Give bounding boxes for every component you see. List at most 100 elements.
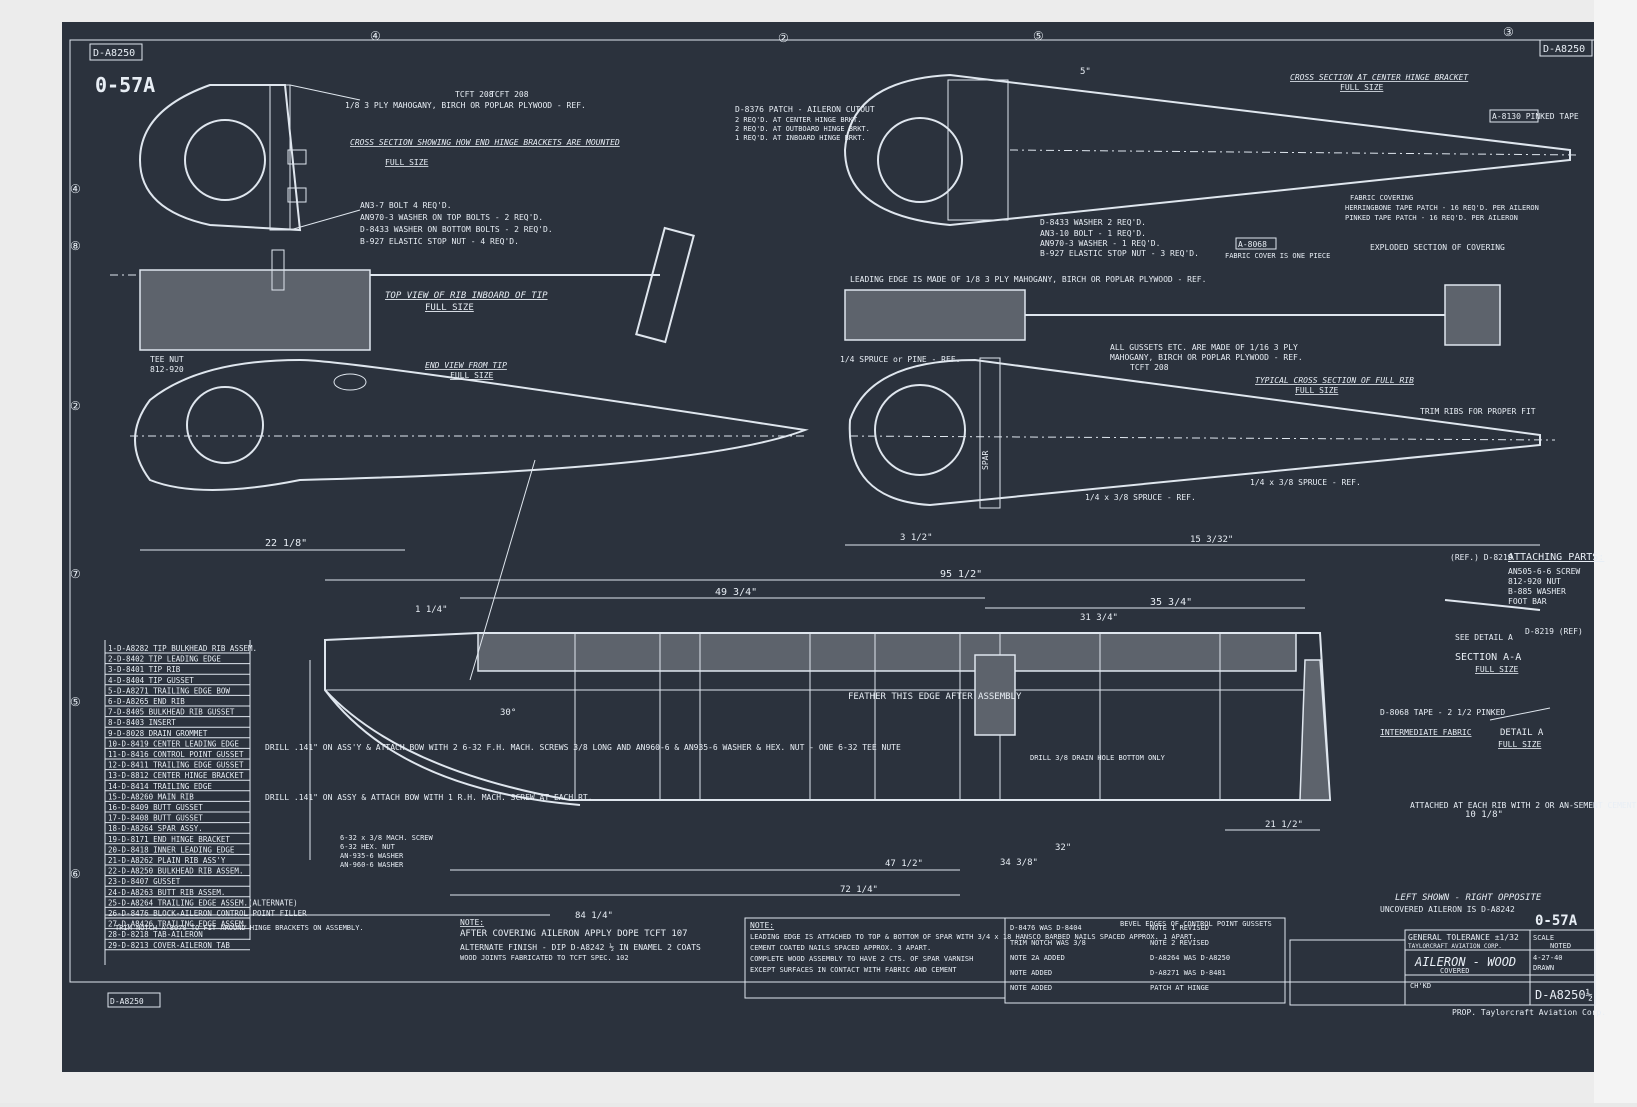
svg-text:SEE DETAIL A: SEE DETAIL A [1455, 633, 1513, 642]
svg-text:34 3/8": 34 3/8" [1000, 858, 1038, 868]
note-1: AFTER COVERING AILERON APPLY DOPE TCFT 1… [460, 929, 688, 939]
svg-text:21 1/2": 21 1/2" [1265, 820, 1303, 830]
parts-list-item: 13-D-8812 CENTER HINGE BRACKET [108, 771, 244, 780]
attaching-parts: (REF.) D-8219 ATTACHING PARTS: AN505-6-6… [1380, 552, 1604, 749]
svg-text:AN970-3 WASHER - 1 REQ'D.: AN970-3 WASHER - 1 REQ'D. [1040, 239, 1160, 248]
svg-text:1/8 3 PLY MAHOGANY, BIRCH OR P: 1/8 3 PLY MAHOGANY, BIRCH OR POPLAR PLYW… [345, 101, 586, 110]
typical-section-title: TYPICAL CROSS SECTION OF FULL RIB [1255, 376, 1414, 385]
end-hinge-section: TCFT 208 TCFT 208 1/8 3 PLY MAHOGANY, BI… [138, 84, 620, 246]
leading-edge-view: LEADING EDGE IS MADE OF 1/8 3 PLY MAHOGA… [840, 275, 1501, 364]
svg-text:35 3/4": 35 3/4" [1150, 597, 1192, 608]
svg-text:CH'KD: CH'KD [1410, 982, 1431, 990]
svg-text:49 3/4": 49 3/4" [715, 587, 757, 598]
company-footer: PROP. Taylorcraft Aviation Corp. [1452, 1008, 1606, 1017]
center-hinge-title: CROSS SECTION AT CENTER HINGE BRACKET [1290, 73, 1469, 82]
parts-list [104, 640, 251, 965]
parts-list-item: 19-D-8171 END HINGE BRACKET [108, 835, 230, 844]
svg-text:D-8433 WASHER ON BOTTOM BOLTS: D-8433 WASHER ON BOTTOM BOLTS - 2 REQ'D. [360, 225, 553, 234]
revision-entry: NOTE ADDED [1010, 984, 1052, 992]
svg-text:WOOD JOINTS FABRICATED TO TCFT: WOOD JOINTS FABRICATED TO TCFT SPEC. 102 [460, 954, 629, 962]
svg-text:TCFT 208: TCFT 208 [490, 90, 529, 99]
svg-text:95 1/2": 95 1/2" [940, 569, 982, 580]
svg-text:AN-960-6 WASHER: AN-960-6 WASHER [340, 861, 404, 869]
svg-text:TEE NUT: TEE NUT [150, 355, 184, 364]
svg-text:MAHOGANY, BIRCH OR POPLAR PLYW: MAHOGANY, BIRCH OR POPLAR PLYWOOD - REF. [1110, 353, 1303, 362]
svg-text:HERRINGBONE TAPE PATCH - 16 RE: HERRINGBONE TAPE PATCH - 16 REQ'D. PER A… [1345, 204, 1539, 212]
svg-text:EXCEPT SURFACES IN CONTACT WIT: EXCEPT SURFACES IN CONTACT WITH FABRIC A… [750, 966, 957, 974]
svg-text:1 REQ'D. AT INBOARD HINGE BRKT: 1 REQ'D. AT INBOARD HINGE BRKT. [735, 134, 866, 142]
svg-text:FULL SIZE: FULL SIZE [1498, 740, 1542, 749]
svg-text:AN970-3 WASHER ON TOP BOLTS -: AN970-3 WASHER ON TOP BOLTS - 2 REQ'D. [360, 213, 543, 222]
zone-marker: ③ [1503, 25, 1514, 39]
svg-text:812-920 NUT: 812-920 NUT [1508, 577, 1561, 586]
svg-text:1 1/4": 1 1/4" [415, 605, 448, 615]
revision-entry: TRIM NOTCH WAS 3/8 [1010, 939, 1086, 947]
svg-text:NOTE:: NOTE: [460, 918, 484, 927]
svg-text:D-8068 TAPE - 2 1/2 PINKED: D-8068 TAPE - 2 1/2 PINKED [1380, 708, 1505, 717]
svg-text:FULL SIZE: FULL SIZE [1295, 386, 1339, 395]
svg-text:TCFT 208: TCFT 208 [1130, 363, 1169, 372]
svg-text:ATTACHED AT EACH RIB WITH 2 OR: ATTACHED AT EACH RIB WITH 2 OR AN-SEMENT… [1410, 801, 1637, 810]
parts-list-item: 21-D-A8262 PLAIN RIB ASS'Y [108, 856, 226, 865]
parts-list-item: 23-D-8407 GUSSET [108, 877, 181, 886]
svg-text:DRILL .141" ON ASSY & ATTACH B: DRILL .141" ON ASSY & ATTACH BOW WITH 1 … [265, 793, 593, 802]
svg-text:GENERAL TOLERANCE ±1/32: GENERAL TOLERANCE ±1/32 [1408, 933, 1519, 942]
svg-text:DRAWN: DRAWN [1533, 964, 1554, 972]
zone-marker: ⑥ [70, 867, 81, 881]
top-view-title: TOP VIEW OF RIB INBOARD OF TIP [385, 291, 548, 301]
svg-text:31 3/4": 31 3/4" [1080, 613, 1118, 623]
blueprint-background [62, 22, 1607, 1072]
drill-note: DRILL .141" ON ASS'Y & ATTACH BOW WITH 2… [265, 743, 901, 752]
revision-entry: PATCH AT HINGE [1150, 984, 1209, 992]
parts-list-item: 16-D-8409 BUTT GUSSET [108, 803, 203, 812]
svg-text:FABRIC COVERING: FABRIC COVERING [1350, 194, 1413, 202]
svg-text:FABRIC COVER IS ONE PIECE: FABRIC COVER IS ONE PIECE [1225, 252, 1330, 260]
zone-marker: ⑧ [70, 239, 81, 253]
svg-text:1/4 x 3/8 SPRUCE - REF.: 1/4 x 3/8 SPRUCE - REF. [1085, 493, 1196, 502]
svg-text:30°: 30° [500, 708, 516, 718]
note-leading-edge: LEADING EDGE IS ATTACHED TO TOP & BOTTOM… [750, 933, 1197, 941]
svg-text:EXPLODED SECTION OF COVERING: EXPLODED SECTION OF COVERING [1370, 243, 1505, 252]
svg-text:AN-935-6 WASHER: AN-935-6 WASHER [340, 852, 404, 860]
svg-text:SCALE: SCALE [1533, 934, 1554, 942]
svg-text:TCFT 208: TCFT 208 [455, 90, 494, 99]
parts-list-item: 9-D-8028 DRAIN GROMMET [108, 729, 208, 738]
note-2: ALTERNATE FINISH - DIP D-A8242 ½ IN ENAM… [460, 942, 701, 952]
leading-edge-note: LEADING EDGE IS MADE OF 1/8 3 PLY MAHOGA… [850, 275, 1206, 284]
svg-text:84 1/4": 84 1/4" [575, 911, 613, 921]
svg-text:2 REQ'D. AT CENTER HINGE BRKT.: 2 REQ'D. AT CENTER HINGE BRKT. [735, 116, 861, 124]
parts-list-item: 24-D-A8263 BUTT RIB ASSEM. [108, 888, 225, 897]
svg-text:4-27-40: 4-27-40 [1533, 954, 1563, 962]
svg-text:D-8219 (REF): D-8219 (REF) [1525, 627, 1583, 636]
top-view-rib: TOP VIEW OF RIB INBOARD OF TIP FULL SIZE [110, 226, 695, 351]
title-block-drawing-number: D-A8250½ [1535, 988, 1593, 1002]
zone-marker: ⑦ [70, 567, 81, 581]
center-hinge-section: D-8376 PATCH - AILERON CUTOUT 2 REQ'D. A… [735, 67, 1581, 260]
svg-text:PINKED TAPE PATCH - 16 REQ'D.: PINKED TAPE PATCH - 16 REQ'D. PER AILERO… [1345, 214, 1518, 222]
svg-text:FULL SIZE: FULL SIZE [1475, 665, 1519, 674]
attaching-parts-title: ATTACHING PARTS: [1508, 552, 1604, 563]
svg-text:COMPLETE WOOD ASSEMBLY TO HAVE: COMPLETE WOOD ASSEMBLY TO HAVE 2 CTS. OF… [750, 955, 973, 963]
svg-text:CEMENT COATED NAILS SPACED APP: CEMENT COATED NAILS SPACED APPROX. 3 APA… [750, 944, 931, 952]
svg-text:3 1/2": 3 1/2" [900, 533, 933, 543]
svg-text:1/4 x 3/8 SPRUCE - REF.: 1/4 x 3/8 SPRUCE - REF. [1250, 478, 1361, 487]
feather-note: FEATHER THIS EDGE AFTER ASSEMBLY [848, 692, 1022, 702]
parts-list-item: 5-D-A8271 TRAILING EDGE BOW [108, 686, 230, 695]
svg-text:BEVEL EDGES OF CONTROL POINT G: BEVEL EDGES OF CONTROL POINT GUSSETS [1120, 920, 1272, 928]
svg-text:TRIM RIBS FOR PROPER FIT: TRIM RIBS FOR PROPER FIT [1420, 407, 1536, 416]
svg-text:812-920: 812-920 [150, 365, 184, 374]
end-hinge-title: CROSS SECTION SHOWING HOW END HINGE BRAC… [350, 138, 620, 147]
svg-text:32": 32" [1055, 843, 1071, 853]
typical-cross-section: ALL GUSSETS ETC. ARE MADE OF 1/16 3 PLY … [845, 343, 1556, 546]
svg-text:UNCOVERED AILERON IS D-A8242: UNCOVERED AILERON IS D-A8242 [1380, 905, 1515, 914]
zone-marker: ② [778, 31, 789, 45]
notes-block: NOTE: AFTER COVERING AILERON APPLY DOPE … [115, 917, 1272, 999]
parts-list-item: 8-D-8403 INSERT [108, 718, 176, 727]
svg-text:FULL SIZE: FULL SIZE [425, 303, 474, 313]
title-block: GENERAL TOLERANCE ±1/32 0-57A TAYLORCRAF… [1404, 913, 1606, 1017]
revision-entry: D-A8264 WAS D-A8250 [1150, 954, 1230, 962]
revision-entry: NOTE 2 REVISED [1150, 939, 1209, 947]
left-shown-note: LEFT SHOWN - RIGHT OPPOSITE [1395, 893, 1542, 903]
svg-text:FULL SIZE: FULL SIZE [450, 371, 494, 380]
